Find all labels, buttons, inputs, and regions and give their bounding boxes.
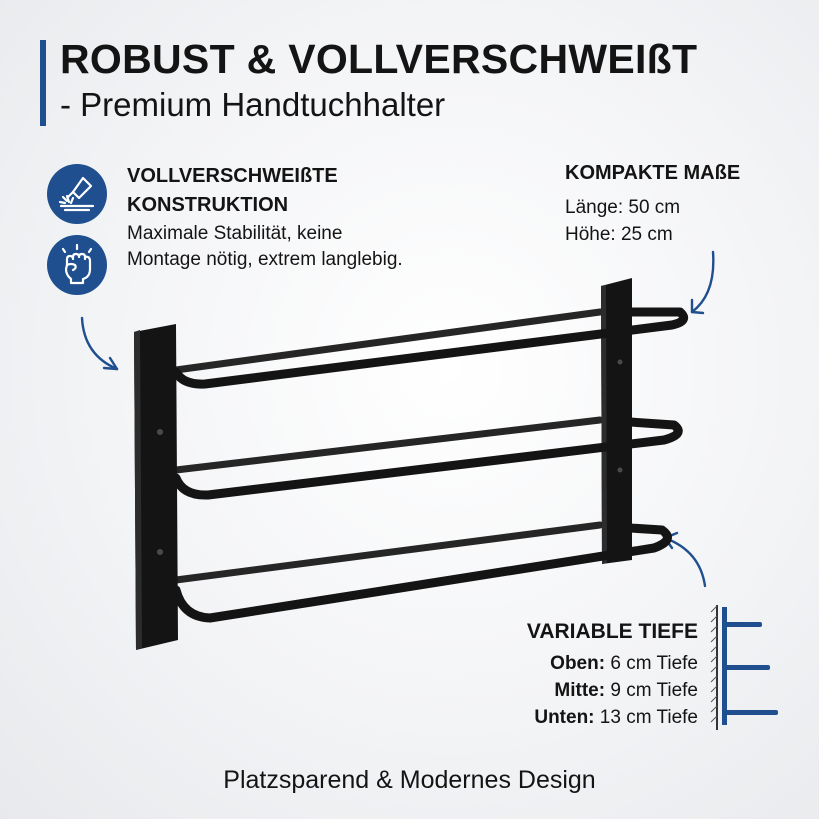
depth-row-top: Oben: 6 cm Tiefe — [550, 653, 698, 674]
towel-rack — [134, 278, 689, 650]
arrow-to-top-bar — [690, 250, 715, 314]
feature-heading: VOLLVERSCHWEIßTE KONSTRUKTION — [127, 165, 338, 216]
rack-bar-middle — [171, 417, 683, 500]
welding-icon — [47, 164, 107, 224]
feature-description: Maximale Stabilität, keine Montage nötig… — [127, 223, 403, 270]
rack-bar-bottom — [171, 523, 672, 623]
depth-diagram — [710, 605, 778, 730]
dimension-length: Länge: 50 cm — [565, 197, 681, 218]
dimension-height: Höhe: 25 cm — [565, 224, 673, 245]
page-subtitle: - Premium Handtuchhalter — [60, 86, 446, 123]
dimensions-heading: KOMPAKTE MAßE — [565, 162, 741, 184]
arrow-to-left-bracket — [80, 316, 119, 371]
depth-heading: VARIABLE TIEFE — [526, 620, 698, 643]
fist-icon — [47, 235, 107, 295]
arrow-head-left — [102, 356, 119, 371]
page-title: ROBUST & VOLLVERSCHWEIßT — [60, 36, 698, 82]
rack-bar-top — [171, 307, 689, 389]
title-accent-bar — [40, 40, 46, 126]
depth-row-bottom: Unten: 13 cm Tiefe — [534, 707, 698, 728]
footer-tagline: Platzsparend & Modernes Design — [223, 766, 596, 794]
arrow-head-top — [690, 298, 705, 315]
depth-row-middle: Mitte: 9 cm Tiefe — [554, 680, 698, 701]
